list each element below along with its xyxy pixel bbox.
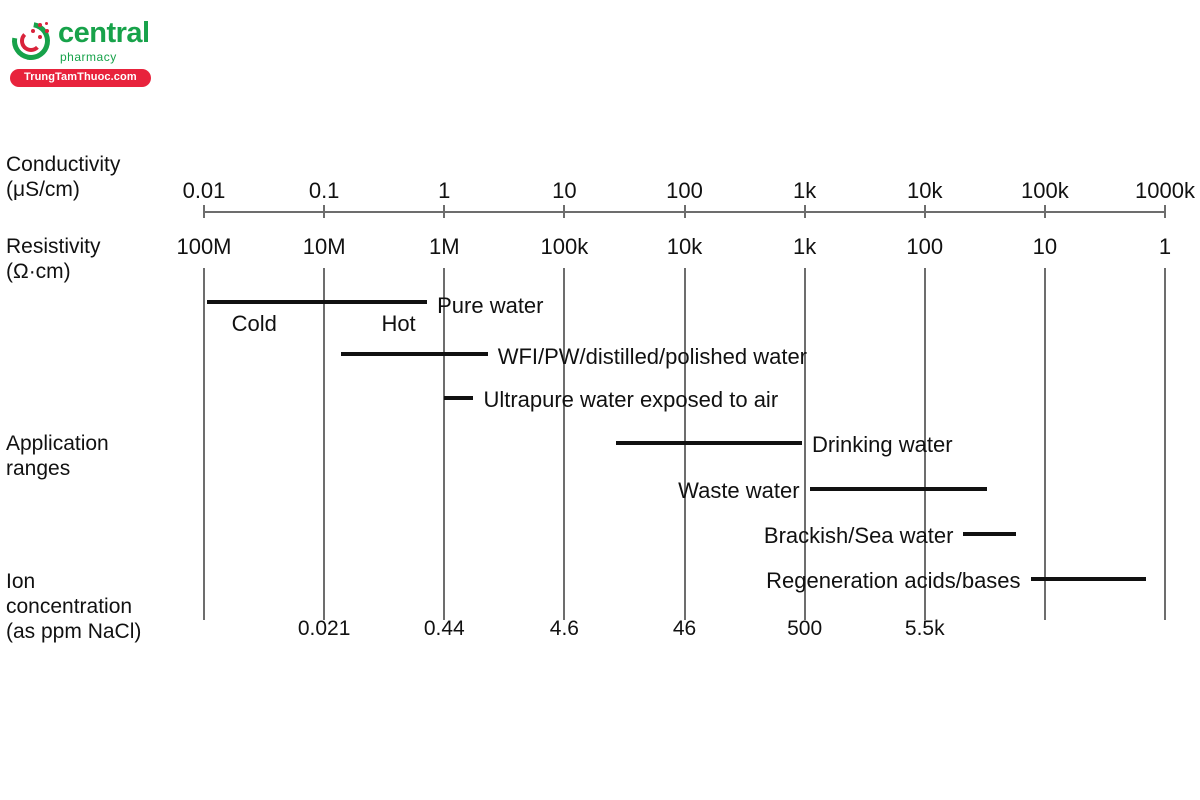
conductivity-axis-tick xyxy=(683,205,686,218)
logo-subword: pharmacy xyxy=(60,50,117,64)
resistivity-tick-label: 10k xyxy=(666,234,703,259)
ion-concentration-tick-label: 0.44 xyxy=(423,617,465,640)
conductivity-axis-tick xyxy=(323,205,326,218)
range-label: Waste water xyxy=(678,478,800,503)
conductivity-tick-label: 100k xyxy=(1021,178,1069,203)
resistivity-tick-label: 100M xyxy=(176,234,232,259)
plot-gridline xyxy=(1043,268,1046,620)
logo-dot-icon xyxy=(38,35,42,39)
conductivity-axis-label: Conductivity (μS/cm) xyxy=(6,153,121,201)
resistivity-tick-label: 1k xyxy=(793,234,817,259)
plot-gridline xyxy=(323,268,326,620)
conductivity-axis-tick xyxy=(923,205,926,218)
resistivity-tick-label: 10 xyxy=(1032,234,1058,259)
plot-gridline xyxy=(203,268,205,620)
range-label: Brackish/Sea water xyxy=(763,523,954,548)
application-ranges-label: Application ranges xyxy=(6,432,109,480)
range-bar[interactable] xyxy=(340,352,488,356)
logo-wordmark: central xyxy=(58,17,150,49)
range-label: Regeneration acids/bases xyxy=(766,568,1021,593)
conductivity-tick-label: 10 xyxy=(552,178,577,203)
range-sublabel: Cold xyxy=(231,311,277,336)
resistivity-tick-label: 10M xyxy=(302,234,346,259)
range-bar[interactable] xyxy=(1030,577,1147,581)
resistivity-tick-label: 100 xyxy=(906,234,944,259)
ion-concentration-tick-label: 46 xyxy=(672,617,697,640)
conductivity-tick-label: 10k xyxy=(907,178,943,203)
conductivity-tick-label: 1 xyxy=(438,178,451,203)
plot-gridline xyxy=(443,268,446,620)
logo-dot-icon xyxy=(45,22,48,25)
logo-site-pill: TrungTamThuoc.com xyxy=(10,69,151,87)
conductivity-axis-tick xyxy=(563,205,566,218)
range-bar[interactable] xyxy=(963,532,1017,536)
range-label: Pure water xyxy=(437,293,544,318)
resistivity-tick-label: 1 xyxy=(1158,234,1172,259)
range-bar[interactable] xyxy=(809,487,988,491)
site-logo: central pharmacy TrungTamThuoc.com xyxy=(4,14,158,87)
range-label: Drinking water xyxy=(811,432,953,457)
logo-dot-icon xyxy=(45,29,49,33)
conductivity-axis-tick xyxy=(203,205,205,218)
logo-inner-ring-icon xyxy=(20,30,42,52)
conductivity-axis-tick xyxy=(443,205,446,218)
ion-concentration-tick-label: 4.6 xyxy=(549,617,579,640)
logo-dot-icon xyxy=(31,29,35,33)
plot-gridline xyxy=(563,268,566,620)
logo-dot-icon xyxy=(38,23,42,27)
plot-gridline xyxy=(1164,268,1166,620)
resistivity-tick-label: 100k xyxy=(540,234,589,259)
conductivity-tick-label: 1k xyxy=(793,178,817,203)
range-bar[interactable] xyxy=(616,441,802,445)
conductivity-tick-label: 100 xyxy=(666,178,703,203)
range-label: WFI/PW/distilled/polished water xyxy=(497,344,808,369)
ion-concentration-tick-label: 0.021 xyxy=(297,617,351,640)
resistivity-tick-label: 1M xyxy=(428,234,460,259)
conductivity-axis-tick xyxy=(803,205,806,218)
resistivity-axis-label: Resistivity (Ω·cm) xyxy=(6,235,101,283)
conductivity-tick-label: 1000k xyxy=(1135,178,1195,203)
conductivity-axis-tick xyxy=(1043,205,1046,218)
range-label: Ultrapure water exposed to air xyxy=(483,387,779,412)
range-sublabel: Hot xyxy=(381,311,416,336)
conductivity-tick-label: 0.01 xyxy=(182,178,226,203)
logo-mark-icon xyxy=(4,14,58,68)
range-bar[interactable] xyxy=(444,396,474,400)
plot-gridline xyxy=(803,268,806,620)
ion-concentration-label: Ion concentration (as ppm NaCl) xyxy=(6,570,142,643)
plot-gridline xyxy=(923,268,926,620)
range-bar[interactable] xyxy=(206,300,428,304)
ion-concentration-tick-label: 500 xyxy=(787,617,823,640)
ion-concentration-tick-label: 5.5k xyxy=(904,617,945,640)
conductivity-tick-label: 0.1 xyxy=(308,178,340,203)
conductivity-axis-tick xyxy=(1164,205,1166,218)
